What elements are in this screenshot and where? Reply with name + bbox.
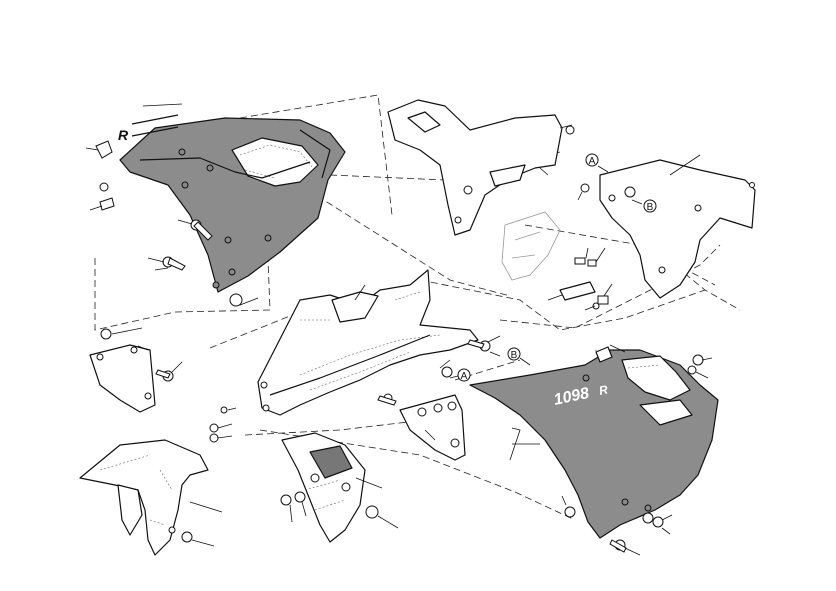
headlight-frame-bracket [387, 99, 573, 236]
front-mudguard [79, 439, 223, 556]
lower-right-fairing: 1098 R [469, 344, 719, 539]
center-small-bracket [399, 394, 466, 461]
svg-text:A: A [461, 371, 468, 382]
callout-a-upper: A [585, 153, 609, 173]
svg-text:B: B [647, 202, 654, 213]
svg-text:B: B [511, 350, 518, 361]
hardware-fasteners [85, 125, 713, 556]
steering-head-detail [501, 211, 613, 311]
callout-b-lower: B [507, 347, 531, 366]
right-inner-panel [599, 154, 756, 299]
left-small-bracket [89, 344, 156, 413]
callout-b-upper: B [631, 199, 657, 213]
callout-a-lower: A [449, 368, 471, 382]
upper-fairing-logo: R [118, 127, 129, 143]
upper-left-fairing: R [118, 103, 346, 293]
right-fairing-suffix-logo: R [598, 382, 610, 398]
lower-side-vent-panel [281, 432, 383, 543]
svg-text:A: A [589, 156, 596, 167]
lower-center-fairing [257, 269, 479, 416]
